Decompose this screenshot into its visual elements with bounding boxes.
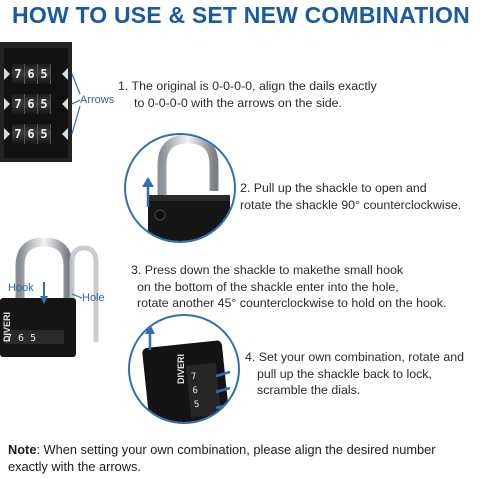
step-4-text: 4. Set your own combination, rotate and … — [245, 349, 464, 399]
step-line: rotate another 45° counterclockwise to h… — [137, 296, 447, 310]
dial-row-1[interactable]: 7 6 5 — [12, 64, 51, 84]
note: Note: When setting your own combination,… — [8, 442, 478, 475]
dial-digit: 7 — [12, 94, 25, 114]
step1-dial-illustration: 7 6 5 7 6 5 7 6 5 Arrows — [0, 42, 115, 162]
dial-digit: 5 — [38, 124, 51, 144]
svg-text:5: 5 — [194, 400, 200, 411]
step-line: rotate the shackle 90° counterclockwise. — [240, 197, 462, 212]
step3-lock-illustration: 7 6 5 Hook Hole DIVERI — [0, 232, 118, 357]
arrows-label: Arrows — [80, 94, 115, 106]
rotate-arrows-icon — [145, 324, 231, 410]
brand-logo: DIVERI — [176, 354, 186, 385]
lock-hook-image: 7 6 5 — [0, 237, 99, 357]
arrow-up-icon — [142, 177, 154, 207]
step-line: 4. Set your own combination, rotate and — [245, 350, 465, 364]
page-title: HOW TO USE & SET NEW COMBINATION — [12, 2, 470, 28]
step-line: 3. Press down the shackle to makethe sma… — [131, 263, 404, 277]
step-line: 1. The original is 0-0-0-0, align the da… — [118, 79, 377, 93]
note-text: : When setting your own combination, ple… — [8, 442, 436, 474]
hook-label: Hook — [8, 282, 34, 294]
step2-lock-illustration — [126, 135, 234, 241]
brand-logo: DIVERI — [2, 312, 12, 343]
arrow-down-icon — [40, 282, 83, 304]
step-line: to 0-0-0-0 with the arrows on the side. — [134, 95, 342, 110]
step-3-text: 3. Press down the shackle to makethe sma… — [131, 262, 446, 312]
step-line: scramble the dials. — [257, 383, 361, 397]
step-2-text: 2. Pull up the shackle to open and rotat… — [240, 180, 461, 213]
step4-lock-illustration: 7 6 5 DIVERI — [130, 316, 238, 422]
step-line: on the bottom of the shackle enter into … — [137, 279, 399, 294]
svg-text:7 6 5: 7 6 5 — [6, 333, 36, 344]
step-line: pull up the shackle back to lock, — [257, 366, 432, 381]
dial-row-2[interactable]: 7 6 5 — [12, 94, 51, 114]
lock-open-image — [148, 135, 230, 241]
dial-digit: 7 — [12, 64, 25, 84]
arrow-marker-icon — [4, 68, 81, 140]
svg-text:7: 7 — [191, 372, 197, 383]
dial-digit: 6 — [25, 124, 38, 144]
step4-ring — [128, 314, 240, 424]
dial-digit: 5 — [38, 94, 51, 114]
hole-label: Hole — [82, 292, 105, 304]
note-label: Note — [8, 442, 37, 457]
lock-dials-image: 7 6 5 — [142, 320, 230, 422]
dial-row-3[interactable]: 7 6 5 — [12, 124, 51, 144]
dial-digit: 6 — [25, 94, 38, 114]
dial-digit: 7 — [12, 124, 25, 144]
dial-digit: 5 — [38, 64, 51, 84]
dial-digit: 6 — [25, 64, 38, 84]
step-1-text: 1. The original is 0-0-0-0, align the da… — [118, 78, 377, 111]
svg-text:6: 6 — [192, 386, 198, 397]
step-line: 2. Pull up the shackle to open and — [240, 181, 427, 195]
step2-ring — [124, 133, 236, 243]
